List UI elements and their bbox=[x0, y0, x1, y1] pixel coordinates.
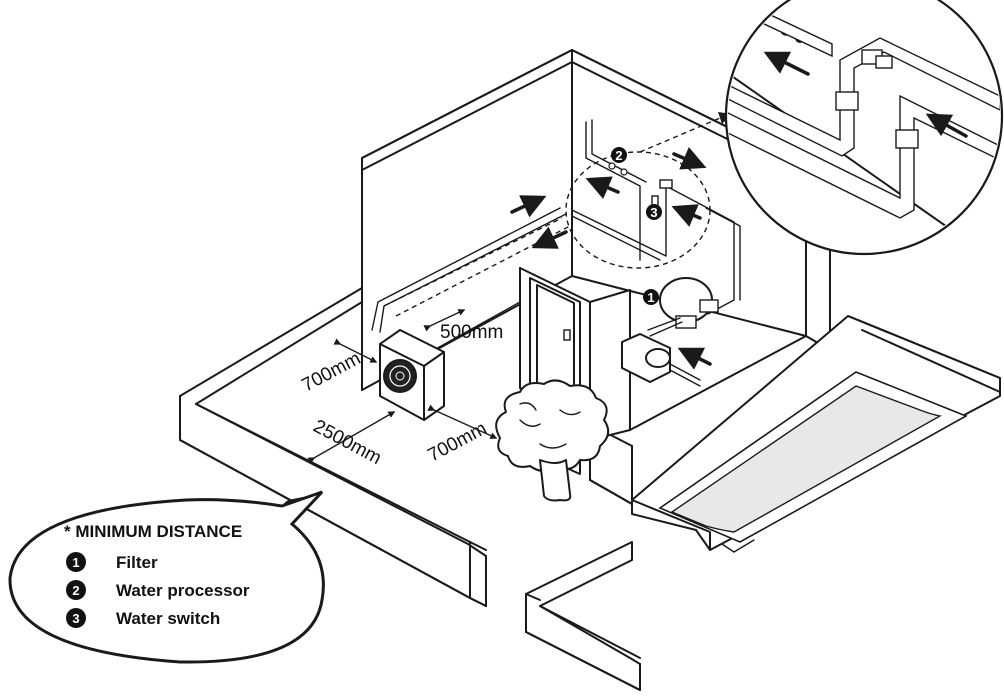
dimension-700mm-left: 700mm bbox=[298, 348, 364, 396]
legend-item-water-processor: 2 Water processor bbox=[66, 580, 250, 600]
dimension-500mm: 500mm bbox=[440, 322, 503, 343]
legend-label: Water switch bbox=[116, 609, 220, 628]
legend-title: * MINIMUM DISTANCE bbox=[64, 522, 242, 541]
svg-text:3: 3 bbox=[650, 205, 657, 220]
svg-text:1: 1 bbox=[647, 290, 654, 305]
svg-text:2: 2 bbox=[615, 148, 622, 163]
flow-arrows bbox=[510, 147, 712, 370]
legend-label: Water processor bbox=[116, 581, 250, 600]
legend-marker: 2 bbox=[72, 583, 79, 598]
filter-tank bbox=[659, 277, 719, 329]
courtyard-wall-front bbox=[525, 541, 641, 691]
dimension-700mm-right: 700mm bbox=[424, 418, 490, 466]
detail-magnifier bbox=[724, 0, 1004, 256]
filter-callout: 1 bbox=[643, 289, 659, 305]
switch-callout: 3 bbox=[646, 204, 662, 220]
legend-bubble bbox=[8, 490, 325, 664]
processor-callout: 2 bbox=[611, 147, 627, 163]
tree bbox=[495, 379, 610, 502]
legend-marker: 3 bbox=[72, 611, 79, 626]
legend-label: Filter bbox=[116, 553, 158, 572]
legend-marker: 1 bbox=[72, 555, 79, 570]
water-pump bbox=[621, 317, 701, 387]
swimming-pool bbox=[631, 315, 1001, 553]
legend-item-water-switch: 3 Water switch bbox=[66, 608, 220, 628]
legend-item-filter: 1 Filter bbox=[66, 552, 158, 572]
wall-plumbing bbox=[571, 119, 741, 315]
dimension-lines bbox=[307, 309, 498, 464]
